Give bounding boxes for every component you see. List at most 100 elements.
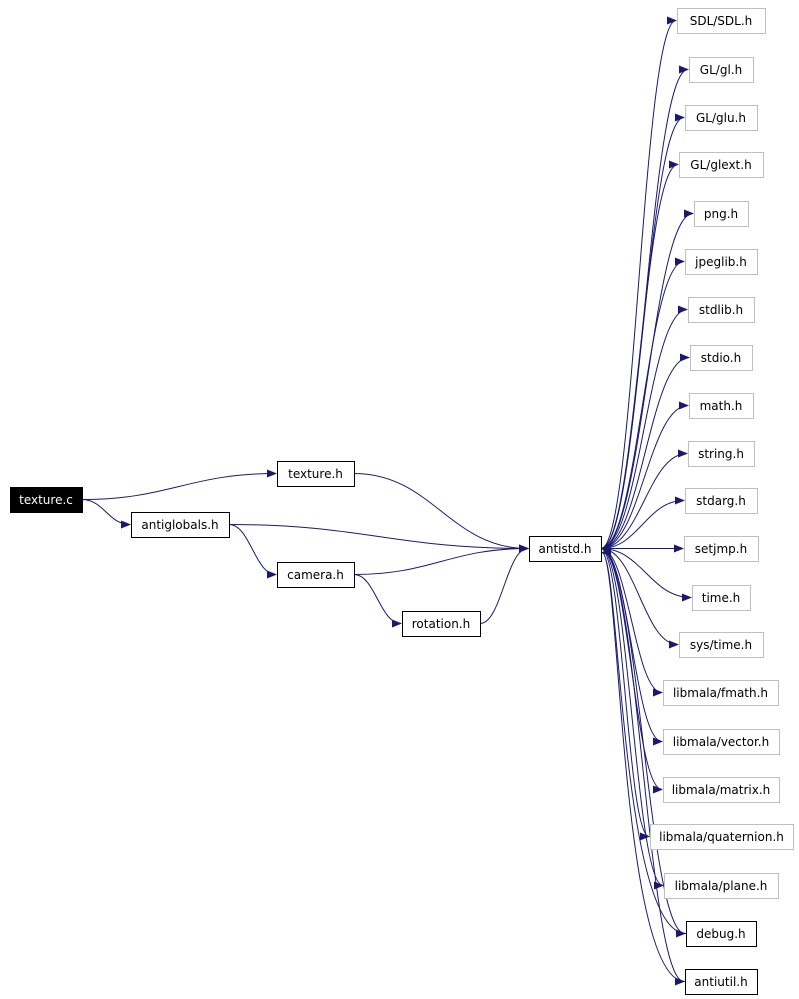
node-rotation-h[interactable]: rotation.h bbox=[402, 611, 481, 637]
node-label: sys/time.h bbox=[690, 638, 752, 652]
node-label: setjmp.h bbox=[695, 542, 747, 556]
node-box bbox=[277, 461, 355, 487]
edge-line bbox=[353, 574, 402, 628]
edge-line bbox=[228, 524, 529, 553]
node-antiutil-h[interactable]: antiutil.h bbox=[685, 969, 758, 995]
node-label: stdio.h bbox=[701, 351, 741, 365]
edge-line bbox=[479, 544, 529, 624]
node-box bbox=[663, 729, 780, 755]
node-label: debug.h bbox=[696, 927, 745, 941]
node-texture-c[interactable]: texture.c bbox=[10, 487, 83, 513]
node-label: libmala/plane.h bbox=[675, 879, 768, 893]
node-label: math.h bbox=[700, 399, 743, 413]
edge-line bbox=[600, 16, 677, 549]
node-jpeglib-h: jpeglib.h bbox=[685, 249, 758, 275]
node-texture-h[interactable]: texture.h bbox=[277, 461, 355, 487]
node-label: libmala/matrix.h bbox=[672, 783, 771, 797]
node-box bbox=[650, 824, 794, 850]
node-label: camera.h bbox=[287, 568, 344, 582]
edge-line bbox=[353, 544, 529, 575]
node-label: png.h bbox=[704, 207, 738, 221]
edge-line bbox=[601, 548, 686, 982]
node-box bbox=[10, 487, 83, 513]
edge-antistd_h-to-antiutil_h bbox=[600, 548, 685, 986]
edge-antistd_h-to-math_h bbox=[600, 401, 689, 549]
edge-antiglobals_h-to-camera_h bbox=[228, 524, 277, 579]
edge-line bbox=[600, 160, 679, 549]
edge-antiutil_h-to-antistd_h bbox=[601, 548, 686, 982]
node-debug-h[interactable]: debug.h bbox=[686, 921, 757, 947]
node-label: libmala/vector.h bbox=[673, 735, 769, 749]
edge-line bbox=[600, 401, 689, 549]
edge-line bbox=[228, 524, 277, 579]
edge-antistd_h-to-libmala_plane_h bbox=[600, 548, 664, 890]
node-stdio-h: stdio.h bbox=[690, 345, 753, 371]
node-label: string.h bbox=[698, 447, 744, 461]
node-libmala-quaternion-h: libmala/quaternion.h bbox=[650, 824, 794, 850]
node-label: antistd.h bbox=[539, 542, 592, 556]
edge-antistd_h-to-sdl_sdl_h bbox=[600, 16, 677, 549]
edge-antistd_h-to-jpeglib_h bbox=[600, 257, 685, 549]
node-antiglobals-h[interactable]: antiglobals.h bbox=[131, 512, 230, 538]
node-box bbox=[402, 611, 481, 637]
node-antistd-h[interactable]: antistd.h bbox=[529, 536, 602, 562]
node-box bbox=[689, 393, 754, 419]
node-sdl-sdl-h: SDL/SDL.h bbox=[677, 8, 766, 34]
node-box bbox=[529, 536, 602, 562]
node-box bbox=[692, 585, 751, 611]
edge-antistd_h-to-string_h bbox=[600, 449, 688, 549]
edge-line bbox=[600, 496, 685, 549]
edge-rotation_h-to-antistd_h bbox=[479, 544, 529, 624]
edge-line bbox=[81, 469, 277, 500]
node-box bbox=[694, 201, 749, 227]
edge-line bbox=[600, 548, 686, 938]
edge-camera_h-to-antistd_h bbox=[353, 544, 529, 575]
node-stdarg-h: stdarg.h bbox=[685, 488, 758, 514]
node-box bbox=[131, 512, 230, 538]
edge-line bbox=[600, 548, 692, 602]
node-box bbox=[685, 249, 758, 275]
node-label: libmala/fmath.h bbox=[673, 686, 768, 700]
node-label: stdarg.h bbox=[696, 494, 746, 508]
edge-antistd_h-to-gl_glext_h bbox=[600, 160, 679, 549]
node-label: GL/gl.h bbox=[700, 63, 742, 77]
node-png-h: png.h bbox=[694, 201, 749, 227]
node-label: libmala/quaternion.h bbox=[659, 830, 784, 844]
edge-line bbox=[600, 305, 688, 549]
edge-line bbox=[600, 449, 688, 549]
node-camera-h[interactable]: camera.h bbox=[277, 562, 355, 588]
node-box bbox=[684, 536, 759, 562]
edge-antistd_h-to-debug_h bbox=[600, 548, 686, 938]
node-libmala-matrix-h: libmala/matrix.h bbox=[663, 777, 780, 803]
node-box bbox=[685, 488, 758, 514]
node-gl-glext-h: GL/glext.h bbox=[679, 152, 764, 178]
edge-line bbox=[600, 548, 664, 890]
node-box bbox=[685, 969, 758, 995]
node-box bbox=[688, 297, 755, 323]
edge-camera_h-to-rotation_h bbox=[353, 574, 402, 628]
node-libmala-vector-h: libmala/vector.h bbox=[663, 729, 780, 755]
node-math-h: math.h bbox=[689, 393, 754, 419]
node-box bbox=[688, 441, 755, 467]
node-label: texture.h bbox=[288, 467, 343, 481]
edge-antistd_h-to-time_h bbox=[600, 548, 692, 602]
nodes-layer: texture.c texture.h antiglobals.h camera.h r… bbox=[10, 8, 794, 995]
node-time-h: time.h bbox=[692, 585, 751, 611]
node-label: GL/glext.h bbox=[690, 158, 751, 172]
edge-line bbox=[600, 548, 650, 841]
edge-antistd_h-to-stdarg_h bbox=[600, 496, 685, 549]
node-sys-time-h: sys/time.h bbox=[679, 632, 764, 658]
node-box bbox=[677, 8, 766, 34]
node-box bbox=[686, 921, 757, 947]
node-label: antiutil.h bbox=[694, 975, 747, 989]
node-box bbox=[664, 873, 779, 899]
node-box bbox=[689, 57, 754, 83]
node-label: stdlib.h bbox=[699, 303, 743, 317]
edge-line bbox=[353, 473, 529, 553]
node-box bbox=[277, 562, 355, 588]
node-setjmp-h: setjmp.h bbox=[684, 536, 759, 562]
node-box bbox=[679, 632, 764, 658]
edge-texture_c-to-antiglobals_h bbox=[81, 499, 131, 529]
node-box bbox=[679, 152, 764, 178]
